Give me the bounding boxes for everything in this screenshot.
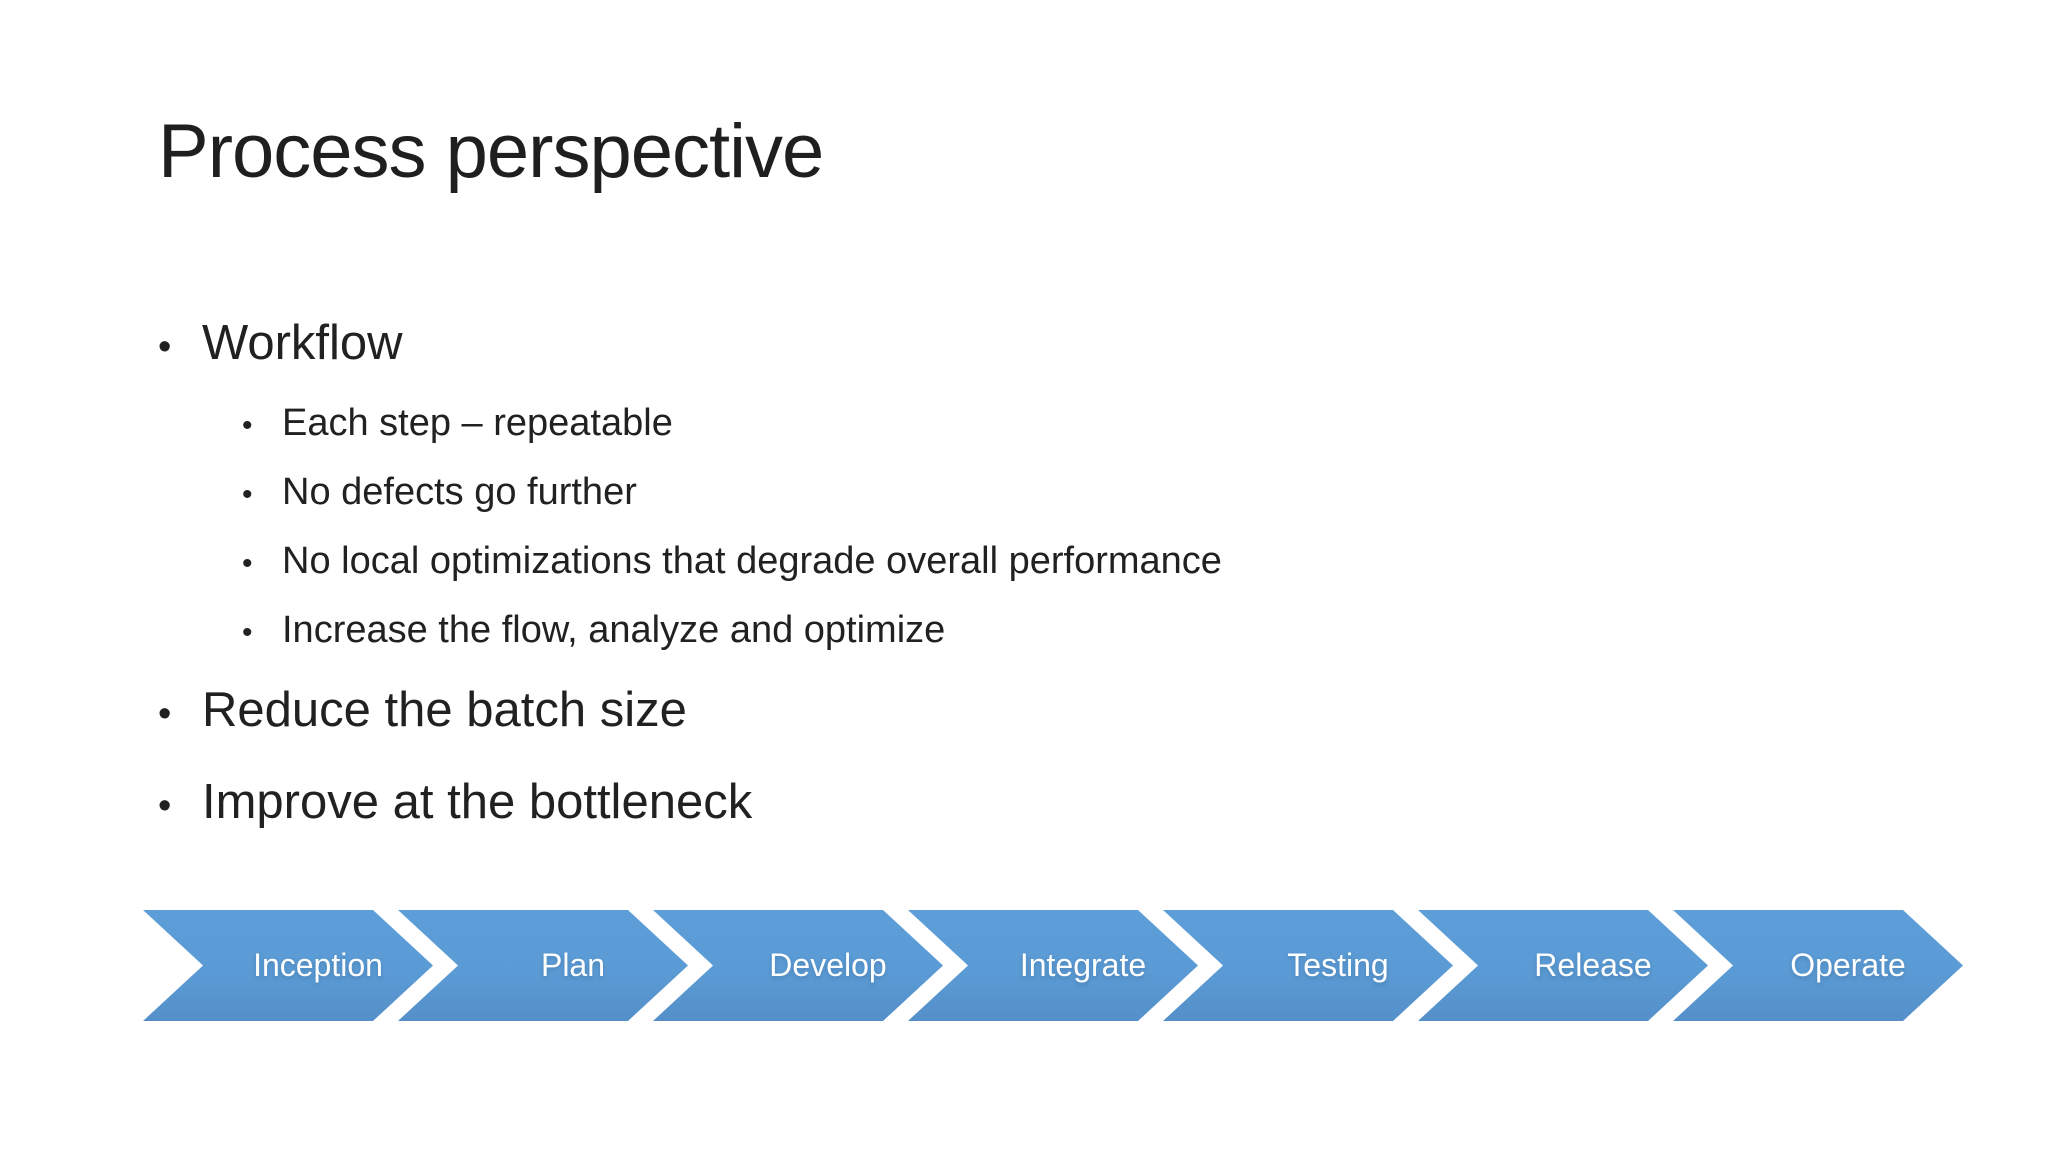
bullet-text: No defects go further [282, 471, 637, 513]
chevron-step-testing: Testing [1163, 910, 1453, 1021]
bullet-item-no-local-optimizations: • No local optimizations that degrade ov… [242, 528, 1758, 597]
bullet-marker: • [242, 616, 253, 649]
bullet-text: No local optimizations that degrade over… [282, 540, 1222, 582]
bullet-text: Each step – repeatable [282, 402, 673, 444]
bullet-text: Workflow [202, 316, 403, 370]
bullet-item-reduce-batch-size: • Reduce the batch size [158, 666, 1758, 758]
bullet-marker: • [158, 326, 172, 368]
chevron-step-operate: Operate [1673, 910, 1963, 1021]
bullet-item-improve-bottleneck: • Improve at the bottleneck [158, 758, 1758, 850]
bullet-list: • Workflow • Each step – repeatable • No… [158, 300, 1758, 850]
chevron-step-release: Release [1418, 910, 1708, 1021]
bullet-text: Improve at the bottleneck [202, 775, 753, 829]
bullet-marker: • [242, 478, 253, 511]
chevron-step-integrate: Integrate [908, 910, 1198, 1021]
bullet-item-workflow: • Workflow [158, 300, 1758, 390]
slide-title: Process perspective [158, 109, 824, 194]
bullet-marker: • [158, 785, 172, 827]
chevron-step-inception: Inception [143, 910, 433, 1021]
bullet-text: Increase the flow, analyze and optimize [282, 609, 946, 651]
bullet-item-repeatable: • Each step – repeatable [242, 390, 1758, 459]
bullet-marker: • [242, 409, 253, 442]
chevron-step-develop: Develop [653, 910, 943, 1021]
bullet-item-no-defects: • No defects go further [242, 459, 1758, 528]
bullet-item-increase-flow: • Increase the flow, analyze and optimiz… [242, 597, 1758, 666]
bullet-marker: • [158, 693, 172, 735]
chevron-step-plan: Plan [398, 910, 688, 1021]
bullet-text: Reduce the batch size [202, 683, 687, 737]
process-chevron-diagram: Inception Plan Develop Integrate Testing… [143, 910, 2048, 1021]
bullet-marker: • [242, 547, 253, 580]
